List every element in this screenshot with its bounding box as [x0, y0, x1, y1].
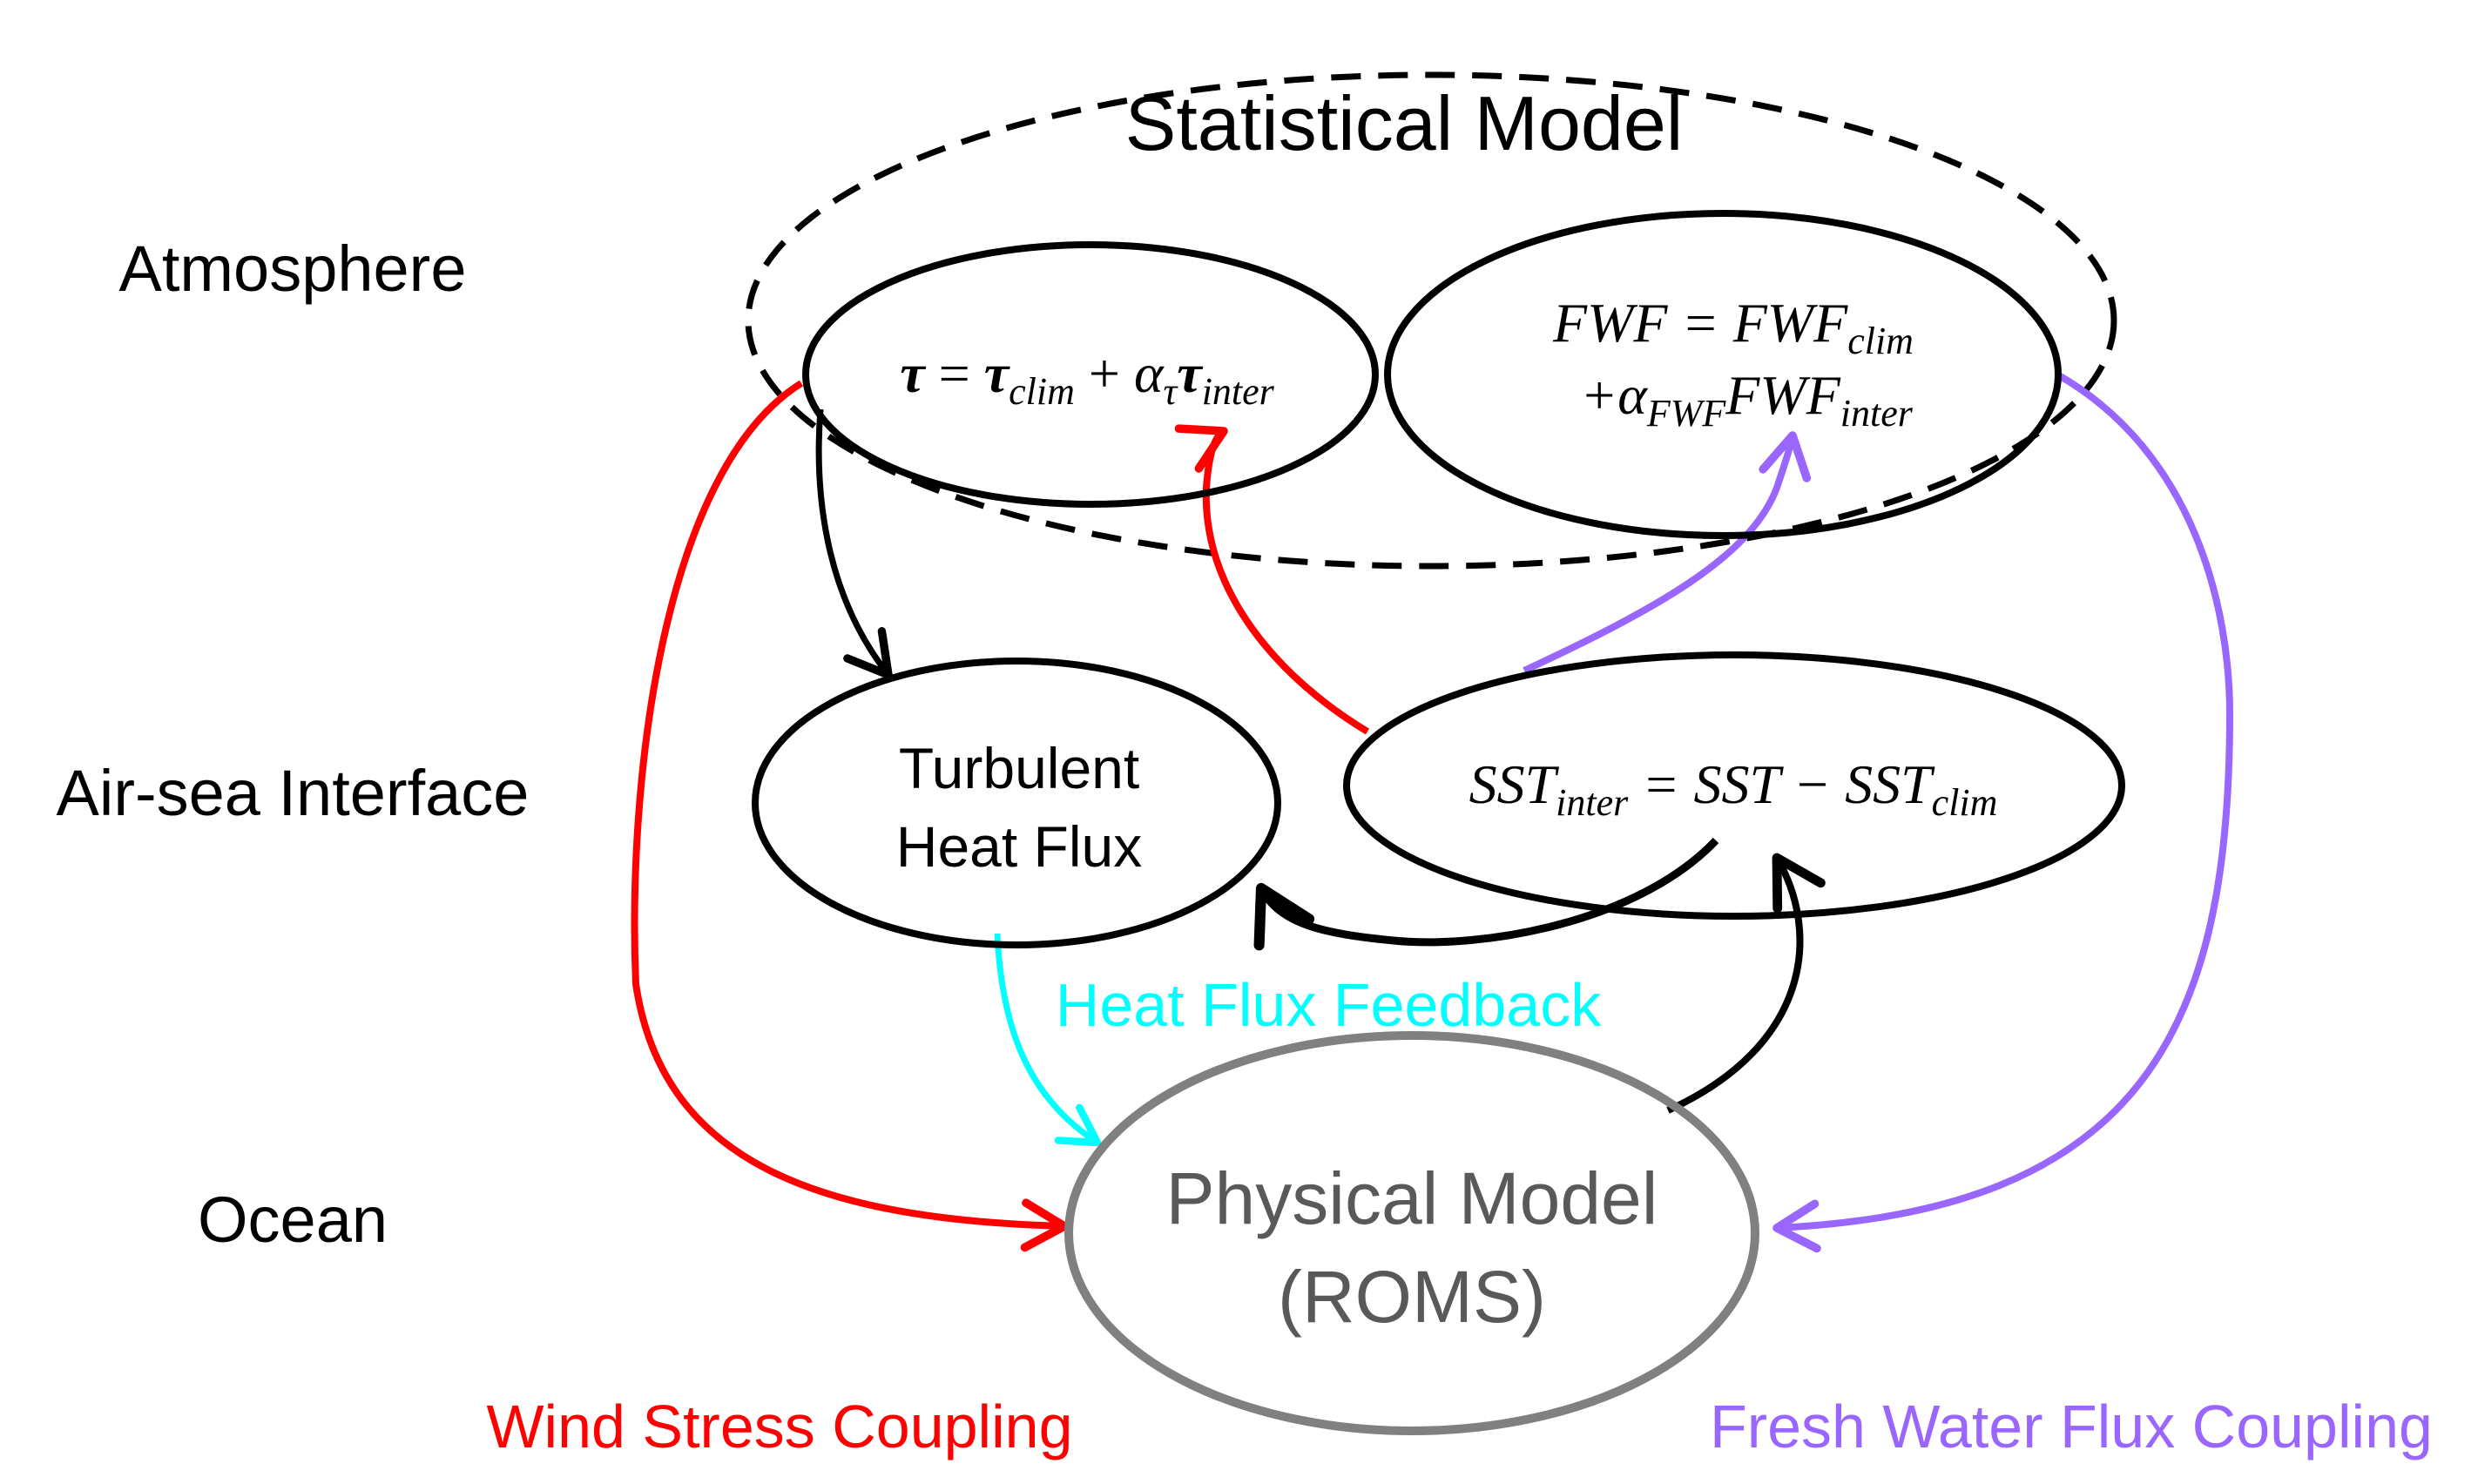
- fwf-alpha-subscript: FWF: [1646, 392, 1727, 435]
- layer-label-atmosphere: Atmosphere: [119, 233, 467, 305]
- alpha-symbol: α: [1134, 342, 1165, 404]
- turbulent-heat-flux-node: [752, 658, 1281, 948]
- tau-symbol: τ: [900, 342, 927, 404]
- physical-model-node: [1064, 1031, 1759, 1435]
- wind-stress-arrow: [631, 380, 1069, 1252]
- tau-inter-symbol: τ: [1177, 342, 1204, 404]
- layer-label-air-sea-interface: Air-sea Interface: [57, 757, 530, 829]
- statistical-model-title: Statistical Model: [1125, 80, 1684, 166]
- alpha-tau-subscript: τ: [1164, 370, 1179, 413]
- layer-label-ocean: Ocean: [198, 1184, 388, 1256]
- fwf-inter-subscript: inter: [1840, 392, 1914, 435]
- fwf-clim-subscript: clim: [1847, 320, 1914, 362]
- statistical-model-boundary: [745, 71, 2117, 570]
- fwf-formula-line2: +αFWFFWFinter: [1580, 364, 1914, 435]
- turbulent-heat-flux-line1: Turbulent: [899, 736, 1139, 800]
- wind-to-heat-flux-arrow: [815, 408, 893, 679]
- equals-sign: =: [925, 342, 984, 404]
- heat-flux-feedback-arrow: [994, 933, 1102, 1147]
- turbulent-heat-flux-line2: Heat Flux: [896, 814, 1142, 879]
- heat-flux-feedback-label: Heat Flux Feedback: [1056, 971, 1602, 1039]
- sst-formula: SSTinter = SST − SSTclim: [1469, 753, 1998, 824]
- sst-to-wind-stress-arrow: [1174, 424, 1370, 735]
- tau-clim-symbol: τ: [984, 342, 1011, 404]
- wind-stress-coupling-label: Wind Stress Coupling: [486, 1393, 1072, 1460]
- fwf-formula-line1: FWF = FWFclim: [1552, 292, 1914, 362]
- physical-model-line1: Physical Model: [1166, 1157, 1658, 1239]
- fwf-inter-symbol: FWF: [1725, 364, 1840, 426]
- physical-model-line2: (ROMS): [1278, 1256, 1546, 1338]
- fwf-alpha: +α: [1580, 364, 1648, 426]
- fresh-water-flux-coupling-label: Fresh Water Flux Coupling: [1710, 1393, 2433, 1460]
- physical-to-sst-arrow: [1666, 853, 1826, 1114]
- fresh-water-flux-node: [1384, 210, 2062, 539]
- sst-inter-subscript: inter: [1556, 781, 1629, 824]
- plus-sign: +: [1075, 342, 1134, 404]
- fresh-water-flux-arrow: [1772, 371, 2234, 1253]
- sst-equation-body: = SST − SST: [1628, 753, 1935, 815]
- sst-clim-subscript: clim: [1932, 781, 1998, 824]
- sst-to-heat-flux-arrow: [1253, 837, 1719, 951]
- fwf-lhs: FWF = FWF: [1552, 292, 1848, 354]
- tau-clim-subscript: clim: [1009, 370, 1075, 413]
- sst-inter-symbol: SST: [1469, 753, 1560, 815]
- sst-anomaly-node: [1343, 651, 2125, 920]
- wind-stress-node: [802, 241, 1379, 508]
- tau-inter-subscript: inter: [1202, 370, 1275, 413]
- wind-stress-formula: τ = τclim + αττinter: [900, 342, 1274, 413]
